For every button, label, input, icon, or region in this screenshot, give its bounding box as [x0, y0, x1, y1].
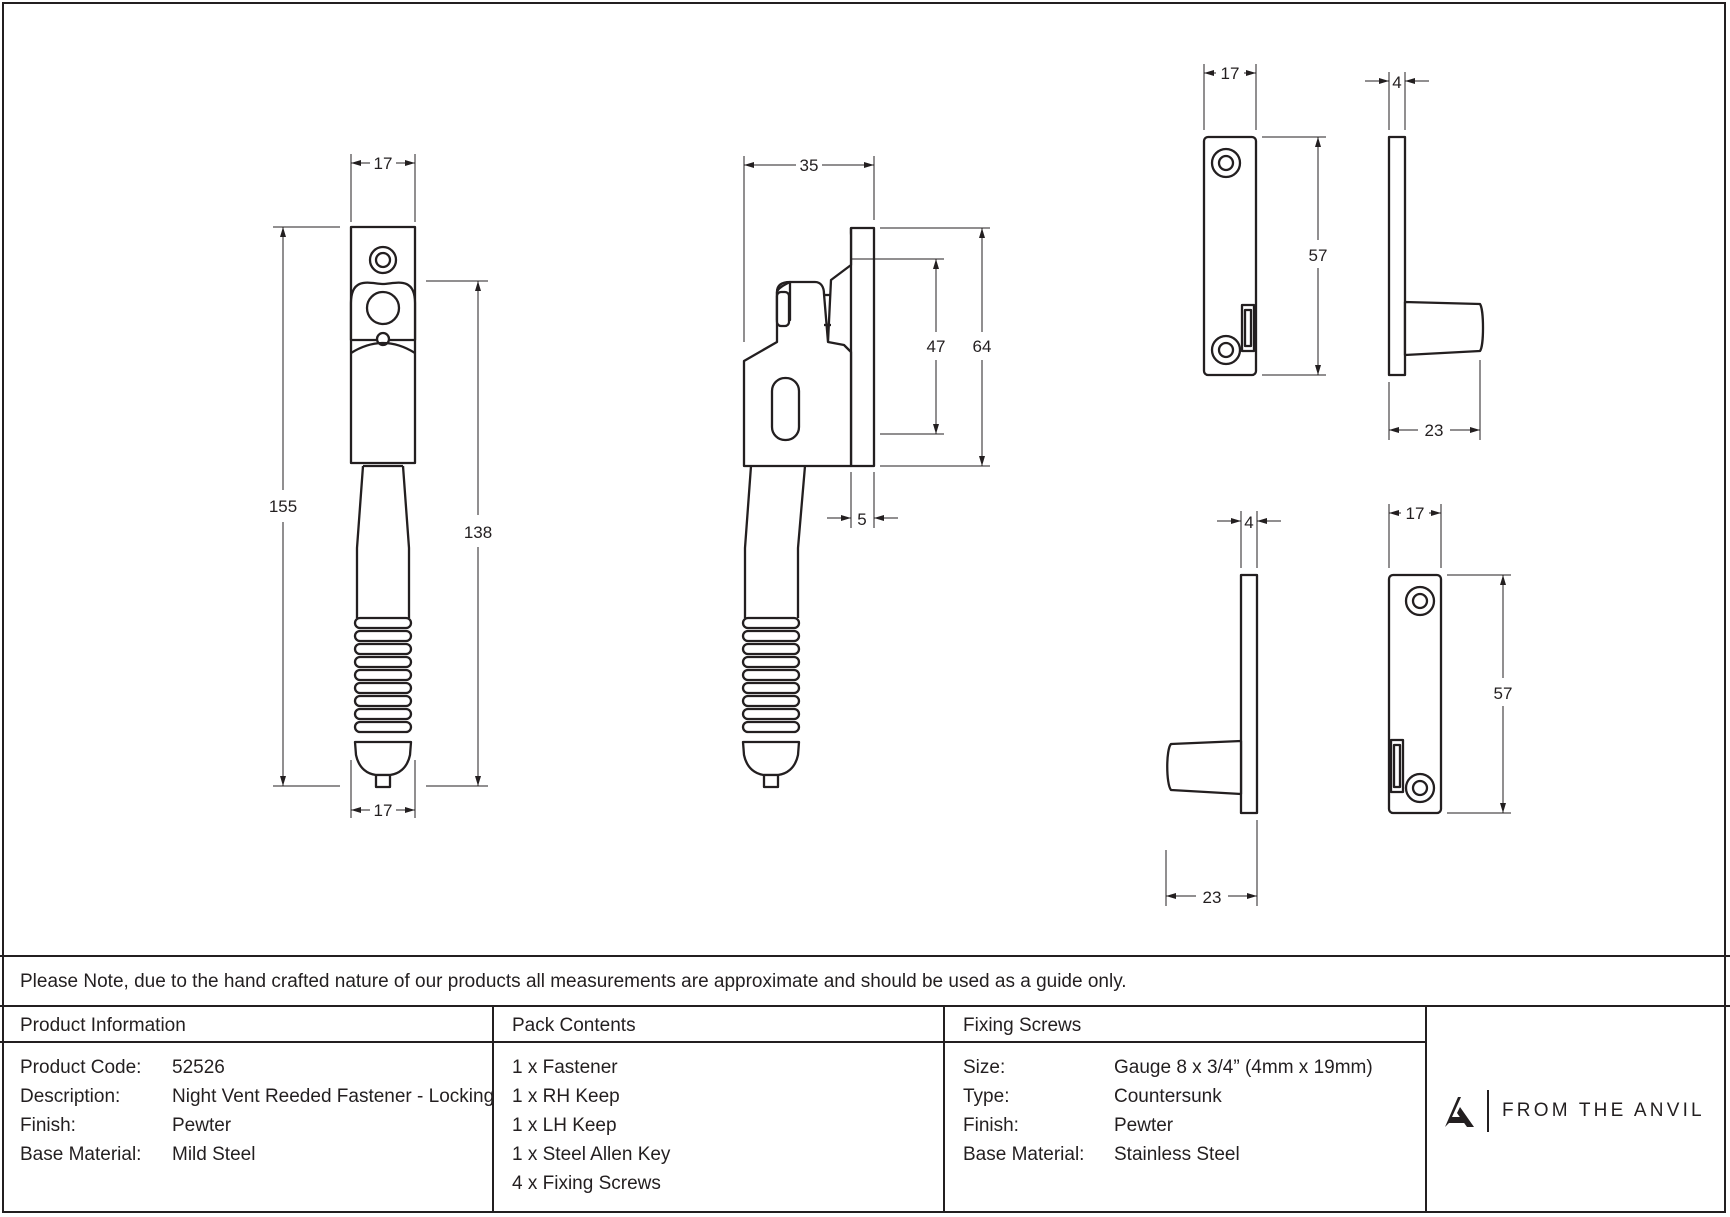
dim-rh-keep-side-thickness: 4: [1392, 73, 1401, 92]
dim-side-depth: 35: [800, 156, 819, 175]
technical-drawing: 17 155 138 17 35: [269, 64, 1513, 907]
screw-label: Finish:: [963, 1115, 1019, 1136]
dim-rh-keep-side-depth: 23: [1425, 421, 1444, 440]
fixing-screws-heading: Fixing Screws: [963, 1015, 1082, 1036]
rh-keep-front-dimensions: 17 57: [1203, 64, 1328, 376]
dim-front-length: 138: [464, 523, 492, 542]
info-value: Pewter: [172, 1115, 232, 1136]
dim-side-plate-height: 64: [973, 337, 992, 356]
pack-item-text: 1 x Fastener: [512, 1057, 618, 1078]
lh-keep-front-dimensions: 17 57: [1388, 504, 1513, 814]
info-label: Product Code:: [20, 1057, 142, 1078]
info-label: Finish:: [20, 1115, 76, 1136]
fastener-front-dimensions: 17 155 138 17: [269, 154, 492, 820]
lh-keep-side-view: [1166, 573, 1259, 815]
dim-front-height: 155: [269, 497, 297, 516]
screw-value: Stainless Steel: [1114, 1144, 1240, 1165]
info-value: Night Vent Reeded Fastener - Locking: [172, 1086, 495, 1107]
dim-rh-keep-width: 17: [1221, 64, 1240, 83]
anvil-a-logo-icon: [1445, 1097, 1474, 1127]
pack-item-text: 1 x RH Keep: [512, 1086, 620, 1107]
pack-item-text: 1 x Steel Allen Key: [512, 1144, 671, 1165]
screw-value: Gauge 8 x 3/4” (4mm x 19mm): [1114, 1057, 1373, 1078]
product-information-panel: Product Information Product Code: 52526 …: [0, 1007, 494, 1213]
dim-side-plate-span: 47: [927, 337, 946, 356]
screw-value: Pewter: [1114, 1115, 1174, 1136]
disclaimer-note: Please Note, due to the hand crafted nat…: [0, 955, 1730, 1007]
pack-item-text: 4 x Fixing Screws: [512, 1173, 661, 1194]
pack-contents-heading: Pack Contents: [512, 1015, 636, 1036]
dim-lh-keep-side-depth: 23: [1203, 888, 1222, 907]
screw-label: Size:: [963, 1057, 1006, 1078]
brand-name: FROM THE ANVIL: [1502, 1100, 1705, 1121]
lh-keep-side-dimensions: 4 23: [1165, 511, 1281, 907]
dim-front-top-width: 17: [374, 154, 393, 173]
screw-label: Type:: [963, 1086, 1010, 1107]
info-label: Description:: [20, 1086, 121, 1107]
pack-item-text: 1 x LH Keep: [512, 1115, 617, 1136]
logo-divider: [1487, 1090, 1489, 1132]
lh-keep-front-view: [1387, 573, 1443, 815]
rh-keep-side-dimensions: 4 23: [1365, 72, 1481, 440]
screw-value: Countersunk: [1114, 1086, 1222, 1107]
fastener-side-dimensions: 35 47 64 5: [743, 156, 992, 529]
product-information-heading: Product Information: [20, 1015, 186, 1036]
dim-front-bottom-width: 17: [374, 801, 393, 820]
pack-contents-header: Pack Contents: [492, 1007, 943, 1043]
dim-lh-keep-width: 17: [1406, 504, 1425, 523]
disclaimer-text: Please Note, due to the hand crafted nat…: [20, 971, 1127, 992]
fastener-side-view: [741, 226, 876, 789]
rh-keep-side-view: [1387, 135, 1485, 377]
pack-contents-panel: Pack Contents 1 x Fastener 1 x RH Keep 1…: [492, 1007, 945, 1213]
dim-lh-keep-side-thickness: 4: [1244, 513, 1253, 532]
fixing-screws-header: Fixing Screws: [943, 1007, 1425, 1043]
dim-rh-keep-height: 57: [1309, 246, 1328, 265]
rh-keep-front-view: [1202, 135, 1258, 377]
screw-label: Base Material:: [963, 1144, 1085, 1165]
product-information-header: Product Information: [0, 1007, 492, 1043]
info-value: Mild Steel: [172, 1144, 256, 1165]
dim-side-plate-thickness: 5: [857, 510, 866, 529]
info-label: Base Material:: [20, 1144, 142, 1165]
fixing-screws-panel: Fixing Screws Size: Gauge 8 x 3/4” (4mm …: [943, 1007, 1427, 1213]
info-value: 52526: [172, 1057, 225, 1078]
dim-lh-keep-height: 57: [1494, 684, 1513, 703]
fastener-front-view: [349, 225, 417, 789]
brand-panel: FROM THE ANVIL: [1425, 1007, 1726, 1213]
